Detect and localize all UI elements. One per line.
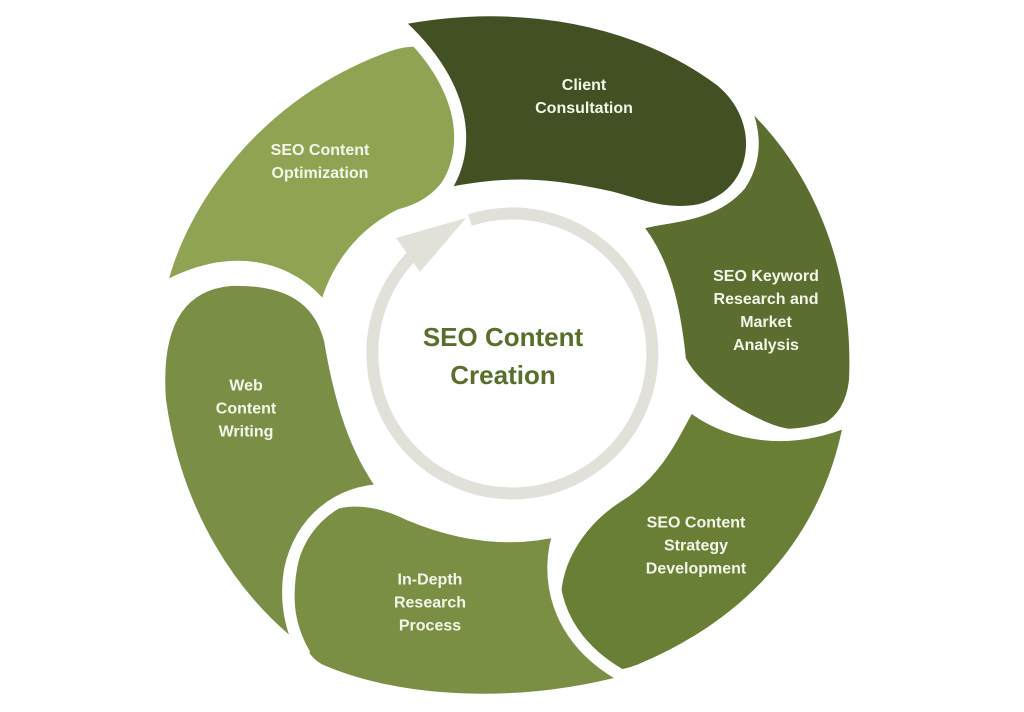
cycle-arrow-ring <box>366 207 659 500</box>
center-title: SEO Content Creation <box>422 322 584 390</box>
label-client-consultation: Client Consultation <box>535 77 633 117</box>
label-keyword-research: SEO Keyword Research and Market Analysis <box>713 268 819 354</box>
center-circle <box>350 195 674 519</box>
cycle-arrowhead-icon <box>396 218 466 272</box>
segment-keyword-research <box>624 85 862 442</box>
segment-web-content-writing <box>153 273 397 660</box>
label-strategy-development: SEO Content Strategy Development <box>645 514 747 578</box>
label-content-optimization: SEO Content Optimization <box>270 142 370 182</box>
label-in-depth-research: In-Depth Research Process <box>393 571 467 635</box>
label-web-content-writing: Web Content Writing <box>215 377 277 441</box>
